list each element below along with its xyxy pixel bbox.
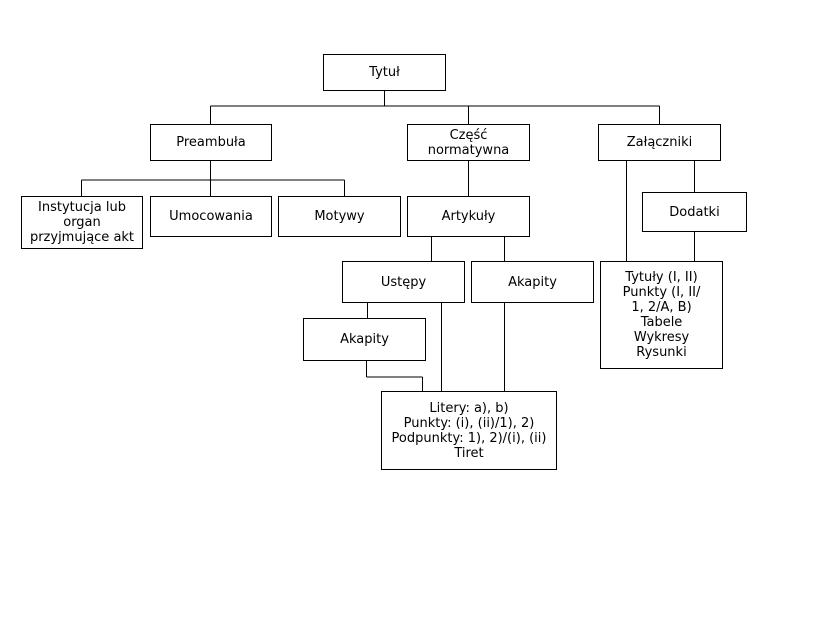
node-label-line: Tytuły (I, II) bbox=[625, 270, 698, 285]
node-label-line: Rysunki bbox=[636, 345, 687, 360]
node-label-line: Umocowania bbox=[169, 209, 253, 224]
node-litery: Litery: a), b)Punkty: (i), (ii)/1), 2)Po… bbox=[381, 391, 557, 470]
node-umocowania: Umocowania bbox=[150, 196, 272, 237]
node-label-line: Instytucja lub bbox=[38, 200, 126, 215]
node-label-line: Akapity bbox=[340, 332, 389, 347]
node-label-line: 1, 2/A, B) bbox=[631, 300, 692, 315]
node-label-line: Litery: a), b) bbox=[429, 400, 509, 416]
node-motywy: Motywy bbox=[278, 196, 401, 237]
node-label-line: Ustępy bbox=[380, 274, 427, 290]
node-label-line: normatywna bbox=[427, 142, 510, 158]
node-dodatki: Dodatki bbox=[642, 192, 747, 232]
node-label-line: Punkty (I, II/ bbox=[622, 285, 701, 300]
node-label-line: Wykresy bbox=[633, 330, 690, 345]
node-label-line: Motywy bbox=[314, 209, 365, 224]
node-ustepy: Ustępy bbox=[342, 261, 465, 303]
node-label-line: Akapity bbox=[508, 274, 557, 290]
node-label-line: Tiret bbox=[454, 445, 484, 461]
node-label-line: Podpunkty: 1), 2)/(i), (ii) bbox=[391, 430, 547, 446]
node-label-line: Punkty: (i), (ii)/1), 2) bbox=[403, 415, 535, 431]
node-artykuly: Artykuły bbox=[407, 196, 530, 237]
node-akapity-right: Akapity bbox=[471, 261, 594, 303]
node-preambula: Preambuła bbox=[150, 124, 272, 161]
node-tytul: Tytuł bbox=[323, 54, 446, 91]
node-akapity-left: Akapity bbox=[303, 318, 426, 361]
node-label-line: Tytuł bbox=[369, 65, 400, 80]
node-zalaczniki-content: Tytuły (I, II)Punkty (I, II/1, 2/A, B)Ta… bbox=[600, 261, 723, 369]
node-label-line: organ bbox=[63, 215, 101, 230]
node-label-line: Artykuły bbox=[441, 209, 496, 224]
node-label-line: Dodatki bbox=[669, 204, 720, 220]
node-label-line: Część bbox=[449, 127, 488, 143]
node-label-line: Załączniki bbox=[626, 135, 693, 150]
node-label-line: Tabele bbox=[640, 315, 683, 330]
node-zalaczniki: Załączniki bbox=[598, 124, 721, 161]
node-label-line: przyjmujące akt bbox=[29, 230, 135, 245]
node-label-line: Preambuła bbox=[176, 135, 246, 150]
